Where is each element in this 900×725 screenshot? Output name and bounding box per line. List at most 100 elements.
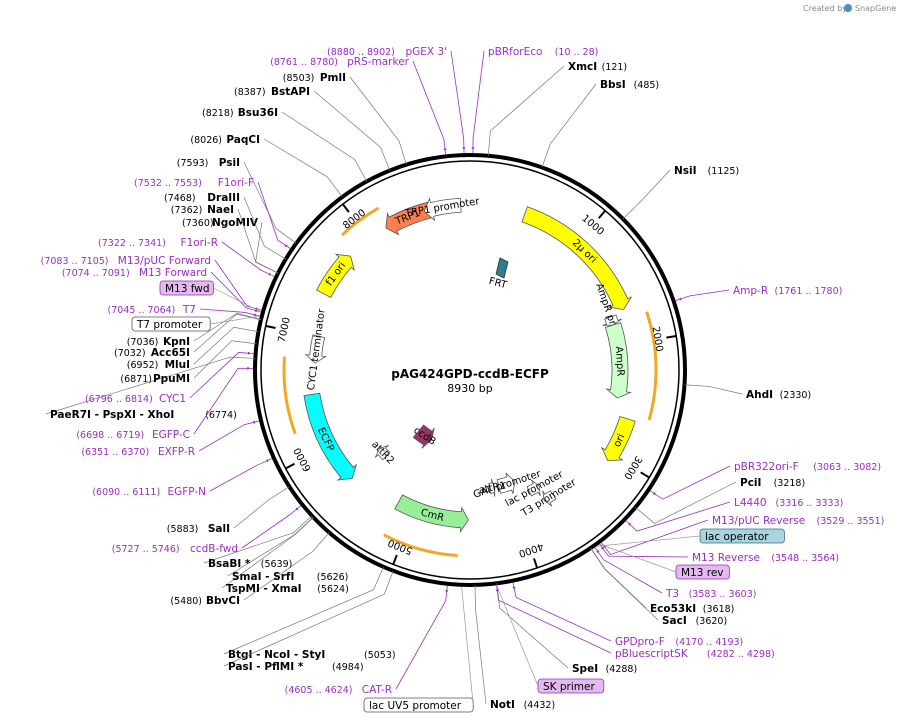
primer-leader [395,585,448,690]
feature-arrow[interactable] [496,472,516,494]
primer-site[interactable]: M13 Reverse(3548 .. 3564) [692,552,839,564]
enzyme-site[interactable]: DraIII(7468) [164,192,240,204]
feature-arrow[interactable] [423,197,462,222]
enzyme-site[interactable]: AhdI(2330) [746,389,811,401]
brand-created-by: Created by [803,4,847,13]
enzyme-position: (8503) [283,73,315,84]
enzyme-site[interactable]: BtgI - NcoI - StyI(5053) [228,649,396,661]
enzyme-site[interactable]: SmaI - SrfI(5626) [232,571,348,583]
primer-site[interactable]: CAT-R(4605 .. 4624) [285,684,392,696]
enzyme-site[interactable]: BbvCI(5480) [170,595,240,607]
primer-site[interactable]: Amp-R(1761 .. 1780) [733,285,842,297]
enzyme-leader [263,138,343,198]
enzyme-site[interactable]: NsiI(1125) [674,165,739,177]
enzyme-site[interactable]: NgoMIV(7360) [182,217,259,229]
primer-site[interactable]: EGFP-N(6090 .. 6111) [92,486,206,498]
enzyme-site[interactable]: KpnI(7036) [127,336,190,348]
primer-leader [241,505,302,549]
boxed-label-text: T7 promoter [136,319,203,331]
primer-leader [214,259,262,311]
enzyme-name: BbsI [600,79,626,91]
feature-arrow[interactable] [374,444,391,461]
primer-site[interactable]: T3(3583 .. 3603) [665,588,756,600]
plasmid-name: pAG424GPD-ccdB-ECFP [391,367,549,381]
tick-label: 3000 [621,454,644,481]
enzyme-position: (6871) [120,374,152,385]
primer-site[interactable]: GPDpro-F(4170 .. 4193) [615,636,743,648]
enzyme-site[interactable]: PsiI(7593) [177,157,240,169]
orf-arc [340,206,380,237]
enzyme-site[interactable]: PciI(3218) [740,477,805,489]
enzyme-site[interactable]: XmcI(121) [568,61,627,73]
enzyme-site[interactable]: PpuMI(6871) [120,373,190,385]
enzyme-site[interactable]: MluI(6952) [127,359,190,371]
enzyme-position: (485) [634,80,660,91]
enzyme-site[interactable]: PmlI(8503) [283,72,346,84]
boxed-leader [596,535,701,547]
boxed-label-text: M13 fwd [165,283,210,295]
primer-position: (3063 .. 3082) [813,462,881,473]
feature-arrow[interactable] [394,494,469,534]
primer-site[interactable]: F1ori-F(7532 .. 7553) [134,177,254,189]
enzyme-site[interactable]: SacI(3620) [662,615,727,627]
enzyme-site[interactable]: BstAPI(8387) [234,86,310,98]
enzyme-site[interactable]: TspMI - XmaI(5624) [226,583,349,595]
primer-leader [193,367,254,435]
feature-arrow[interactable] [385,201,434,236]
enzyme-name: NsiI [674,165,697,177]
boxed-feature-label[interactable]: M13 rev [675,564,730,580]
boxed-feature-label[interactable]: lac operator [699,528,785,544]
feature-arrow[interactable] [542,490,557,507]
enzyme-site[interactable]: NaeI(7362) [171,204,234,216]
primer-site[interactable]: M13 Forward(7074 .. 7091) [62,267,207,279]
primer-site[interactable]: T7(7045 .. 7064) [108,304,196,316]
enzyme-site[interactable]: NotI(4432) [490,699,555,711]
feature-arrow[interactable] [303,392,358,481]
feature-arrow[interactable] [604,322,632,399]
primer-site[interactable]: M13/pUC Reverse(3529 .. 3551) [712,515,884,527]
primer-site[interactable]: L4440(3316 .. 3333) [734,497,843,509]
enzyme-site[interactable]: Acc65I(7032) [114,347,190,359]
boxed-feature-label[interactable]: lac UV5 promoter [363,697,474,713]
enzyme-site[interactable]: Eco53kI(3618) [650,603,734,615]
tick-label: 7000 [277,316,293,343]
enzyme-leader [223,570,394,667]
feature-arrow[interactable] [316,253,355,299]
primer-site[interactable]: pBRforEco(10 .. 28) [488,46,598,58]
boxed-feature-label[interactable]: SK primer [537,678,605,694]
primer-site[interactable]: EXFP-R(6351 .. 6370) [81,446,195,458]
primer-site[interactable]: pBluescriptSK(4282 .. 4298) [615,648,775,660]
primer-site[interactable]: F1ori-R(7322 .. 7341) [98,237,218,249]
enzyme-site[interactable]: BbsI (485) [600,79,659,91]
primer-site[interactable]: M13/pUC Forward(7083 .. 7105) [41,255,211,267]
primer-leader [675,289,730,302]
frt-marker[interactable] [495,257,509,279]
primer-site[interactable]: EGFP-C(6698 .. 6719) [76,429,190,441]
enzyme-site[interactable]: SpeI(4288) [572,663,637,675]
primer-site[interactable]: pGEX 3'(8880 .. 8902) [327,46,447,58]
feature-arrow[interactable] [602,314,622,326]
enzyme-position: (7032) [114,348,146,359]
feature-arrow[interactable] [304,334,327,364]
primer-site[interactable]: CYC1(6796 .. 6814) [85,393,186,405]
enzyme-site[interactable]: PasI - PflMI *(4984) [228,661,364,673]
primer-name: T3 [665,588,679,600]
primer-site[interactable]: pRS-marker(8761 .. 8780) [270,56,410,68]
enzyme-name: KpnI [163,336,190,348]
primer-site[interactable]: pBR322ori-F(3063 .. 3082) [734,461,881,473]
feature-label: attR1 [478,480,507,496]
enzyme-site[interactable]: PaeR7I - PspXI - XhoI(6774) [50,409,237,421]
feature-arrow[interactable] [526,479,541,497]
enzyme-site[interactable]: PaqCI(8026) [190,134,260,146]
feature-arrow[interactable] [600,416,636,462]
primer-site[interactable]: ccdB-fwd(5727 .. 5746) [112,543,238,555]
boxed-feature-label[interactable]: T7 promoter [131,316,211,332]
feature-arrow[interactable] [412,424,435,449]
enzyme-site[interactable]: Bsu36I(8218) [202,107,278,119]
boxed-feature-label[interactable]: M13 fwd [159,280,214,296]
feature-arrow[interactable] [521,206,633,311]
primer-name: CAT-R [362,684,392,696]
enzyme-site[interactable]: BsaBI *(5639) [208,558,292,570]
feature-arrow[interactable] [488,478,496,497]
enzyme-site[interactable]: SalI(5883) [167,523,230,535]
